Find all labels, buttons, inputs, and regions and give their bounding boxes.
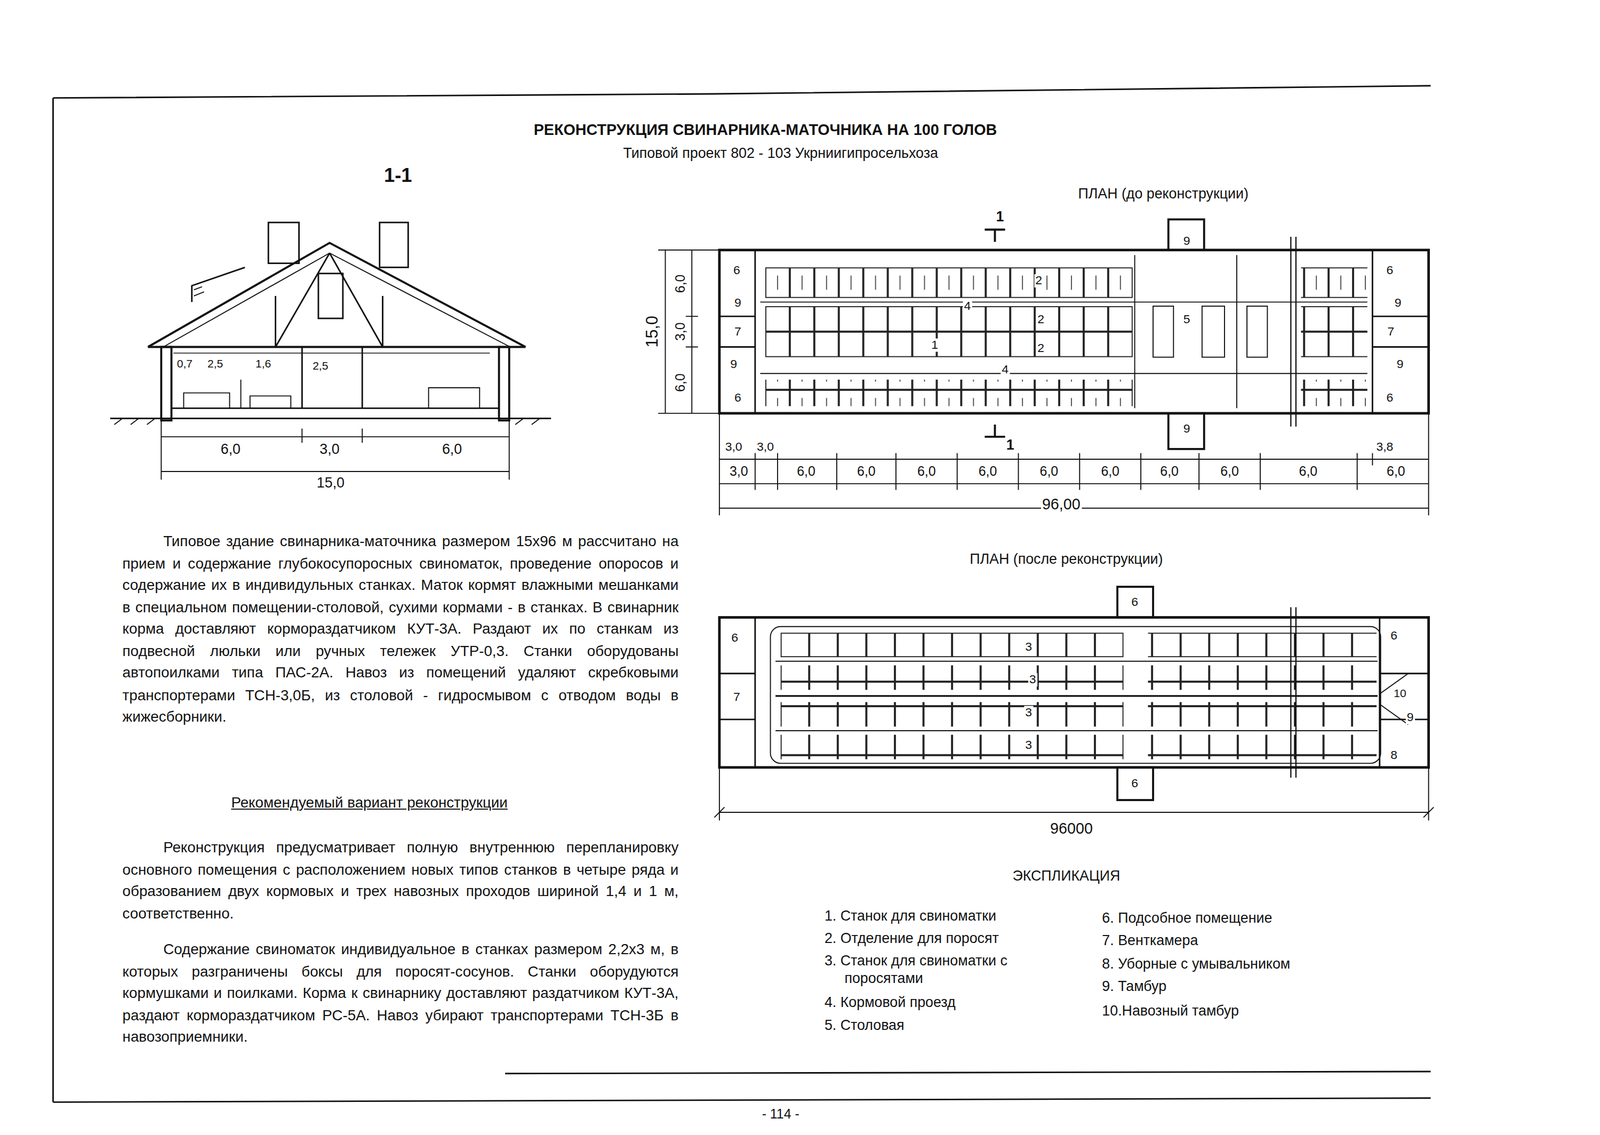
- dimension: 6,0: [795, 464, 816, 479]
- page-title: РЕКОНСТРУКЦИЯ СВИНАРНИКА-МАТОЧНИКА НА 10…: [532, 121, 998, 138]
- room-number: 6: [1385, 391, 1395, 405]
- room-number: 7: [733, 325, 743, 339]
- room-number: 2: [1036, 341, 1046, 355]
- body-paragraph: Содержание свиноматок индивидуальное в с…: [122, 938, 679, 1049]
- room-number: 6: [1389, 629, 1399, 643]
- dimension: 15,0: [644, 314, 662, 349]
- dimension: 6,0: [1158, 464, 1180, 479]
- section-mark: 1: [1005, 437, 1016, 453]
- room-number: 4: [962, 299, 972, 313]
- legend-item: 10.Навозный тамбур: [1101, 1002, 1408, 1020]
- dimension: 6,0: [916, 464, 937, 479]
- dimension: 6,0: [1219, 464, 1240, 479]
- dimension: 3,8: [1374, 440, 1395, 454]
- dimension: 6,0: [219, 441, 242, 457]
- legend-item: 5. Столовая: [824, 1016, 1112, 1035]
- dimension: 0,7: [176, 358, 194, 371]
- legend-heading: ЭКСПЛИКАЦИЯ: [1011, 868, 1122, 884]
- room-number: 6: [1130, 595, 1140, 609]
- room-number: 6: [1385, 264, 1395, 277]
- room-number: 2: [1036, 313, 1046, 326]
- dimension: 3,0: [318, 441, 341, 457]
- room-number: 8: [1389, 748, 1399, 762]
- dimension: 6,0: [1385, 464, 1406, 479]
- room-number: 7: [1386, 325, 1396, 339]
- room-number: 6: [733, 391, 743, 405]
- room-number: 7: [732, 690, 742, 704]
- section-heading: Рекомендуемый вариант реконструкции: [229, 795, 509, 811]
- dimension: 2,5: [206, 358, 224, 371]
- legend-item: 3. Станок для свиноматки с поросятами: [824, 952, 1086, 987]
- room-number: 6: [730, 631, 740, 645]
- dimension: 3,0: [728, 464, 749, 479]
- dimension: 3,0: [673, 321, 688, 342]
- room-number: 9: [1393, 296, 1403, 310]
- room-number: 1: [930, 338, 940, 352]
- dimension: 3,0: [755, 440, 775, 454]
- room-number: 9: [1395, 357, 1405, 371]
- legend-item: 9. Тамбур: [1101, 977, 1408, 996]
- project-subtitle: Типовой проект 802 - 103 Укрниигипросель…: [622, 145, 940, 161]
- room-number: 3: [1024, 738, 1034, 752]
- legend-item: 6. Подсобное помещение: [1101, 909, 1408, 927]
- dimension: 96000: [1049, 820, 1094, 837]
- room-number: 9: [1405, 710, 1415, 724]
- room-number: 9: [1182, 234, 1192, 247]
- room-number: 6: [732, 264, 742, 277]
- plan-title: ПЛАН (до реконструкции): [1077, 186, 1250, 202]
- room-number: 3: [1024, 640, 1034, 654]
- dimension: 6,0: [1298, 464, 1319, 479]
- legend-item: 7. Венткамера: [1101, 931, 1408, 950]
- body-paragraph: Типовое здание свинарника-маточника разм…: [122, 530, 679, 728]
- dimension: 3,0: [724, 440, 744, 454]
- room-number: 10: [1392, 688, 1407, 700]
- dimension: 6,0: [673, 372, 688, 393]
- dimension: 6,0: [1038, 464, 1060, 479]
- room-number: 5: [1182, 313, 1192, 326]
- dimension: 6,0: [977, 464, 998, 479]
- page-number: - 114 -: [761, 1107, 801, 1122]
- dimension: 6,0: [441, 441, 463, 457]
- dimension: 6,0: [856, 464, 877, 479]
- plan-title: ПЛАН (после реконструкции): [968, 551, 1164, 567]
- legend-item: 8. Уборные с умывальником: [1101, 955, 1418, 973]
- room-number: 4: [1000, 363, 1010, 376]
- room-number: 6: [1130, 777, 1140, 790]
- room-number: 9: [729, 357, 739, 371]
- dimension: 2,5: [311, 360, 330, 373]
- room-number: 9: [733, 296, 743, 310]
- section-mark: 1: [995, 209, 1006, 224]
- section-mark: 1-1: [382, 165, 413, 186]
- dimension: 6,0: [1099, 464, 1120, 479]
- dimension: 6,0: [673, 273, 688, 294]
- room-number: 3: [1024, 705, 1034, 719]
- room-number: 3: [1028, 673, 1038, 686]
- body-paragraph: Реконструкция предусматривает полную вну…: [122, 836, 679, 925]
- legend-item: 4. Кормовой проезд: [824, 994, 1112, 1012]
- room-number: 9: [1182, 422, 1192, 436]
- dimension: 1,6: [254, 358, 272, 371]
- legend-item: 2. Отделение для поросят: [824, 929, 1112, 948]
- legend-item: 1. Станок для свиноматки: [824, 907, 1112, 925]
- dimension: 96,00: [1041, 496, 1082, 512]
- dimension: 15,0: [315, 475, 346, 491]
- room-number: 2: [1034, 274, 1044, 287]
